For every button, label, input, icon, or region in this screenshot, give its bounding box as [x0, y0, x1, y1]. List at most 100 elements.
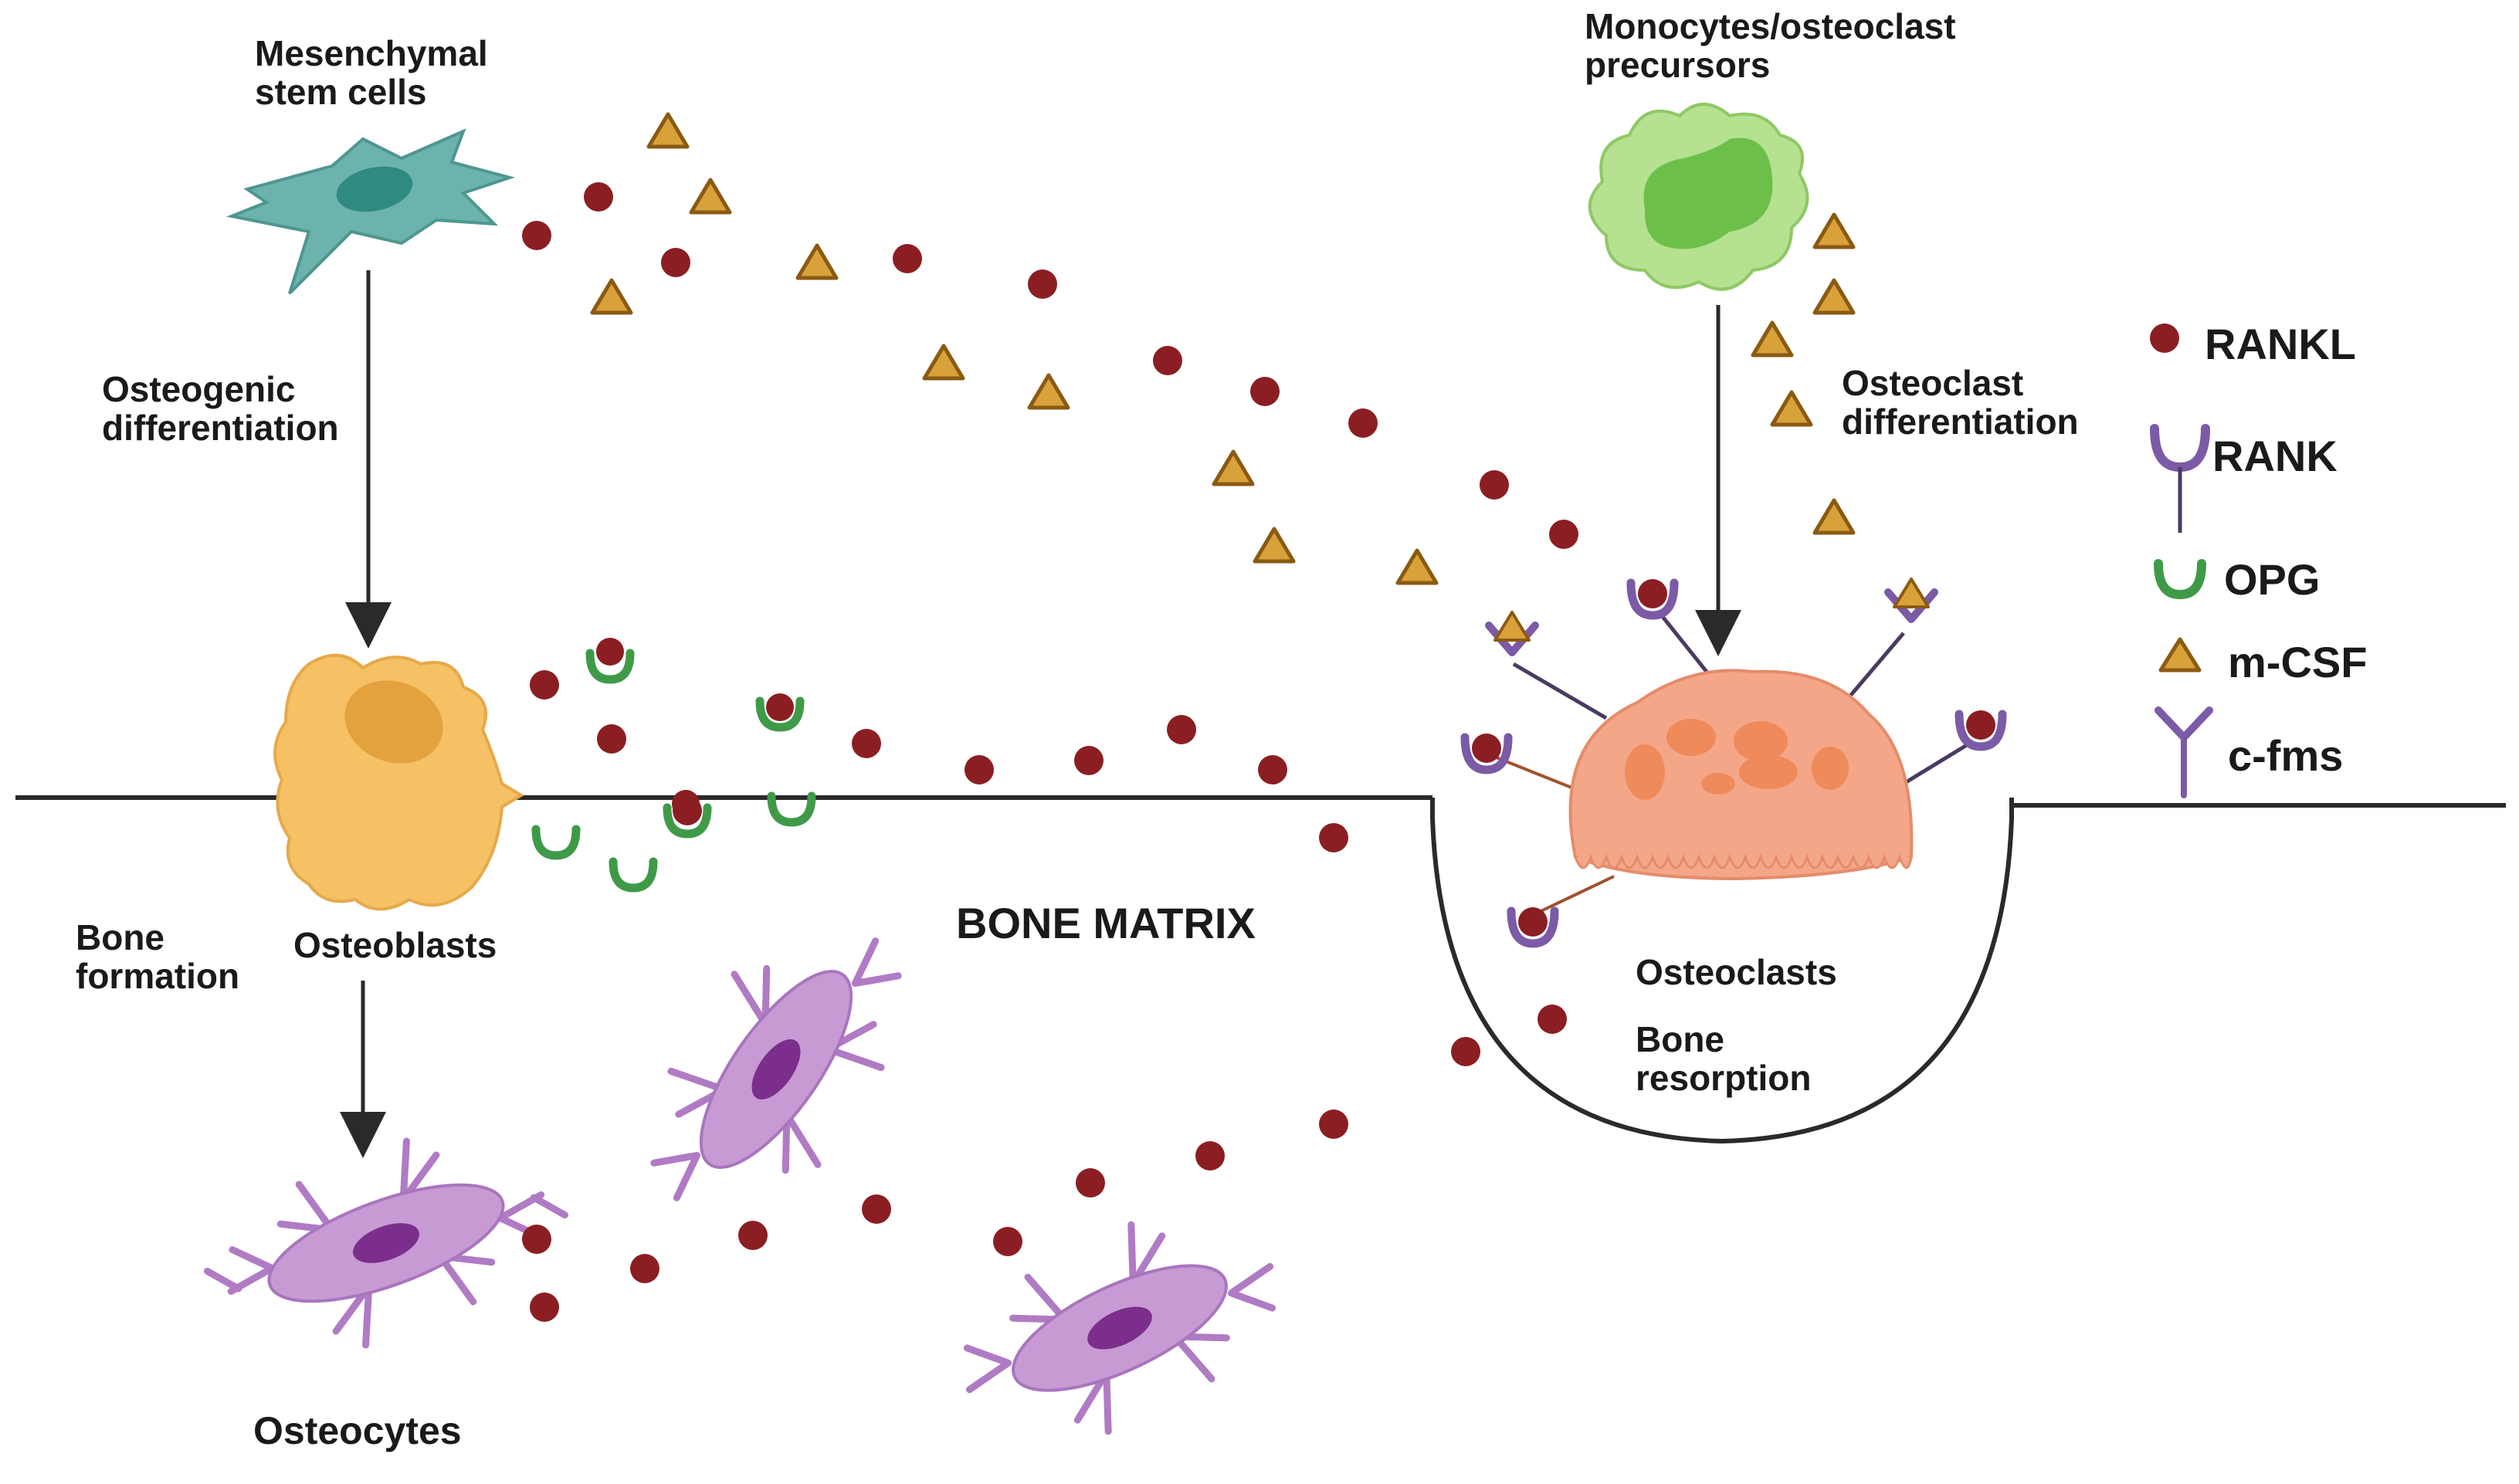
legend-label-rankl: RANKL — [2205, 320, 2356, 368]
mcsf-triangle — [590, 278, 633, 315]
opg-cup — [531, 825, 581, 860]
mcsf-triangle — [1027, 373, 1070, 410]
rankl-dot — [1348, 408, 1378, 438]
rankl-bound-dot — [1638, 579, 1667, 608]
legend-label-rank: RANK — [2212, 432, 2338, 480]
resorption-pit — [1430, 798, 2014, 1144]
rank-receptor — [1460, 733, 1513, 774]
opg-cup — [767, 791, 816, 827]
rankl-dot — [893, 244, 922, 273]
rankl-dot — [584, 182, 613, 212]
osteoclast-icon — [1493, 612, 1975, 916]
rankl-dot — [965, 755, 994, 784]
bone-resorption-label-line2: resorption — [1636, 1058, 1811, 1098]
rankl-dot — [597, 724, 626, 754]
msc-label-line2: stem cells — [255, 72, 426, 112]
rankl-dot — [1319, 1110, 1348, 1139]
mcsf-bound-triangle — [1493, 611, 1531, 642]
labels: Mesenchymal stem cells Monocytes/osteocl… — [76, 6, 2079, 1452]
cfms-receptor — [1485, 622, 1539, 656]
rankl-bound-dot — [766, 693, 794, 721]
mcsf-triangle — [646, 112, 690, 149]
opg-molecules — [531, 649, 816, 893]
osteogenic-label-line1: Osteogenic — [102, 369, 296, 409]
rankl-dot — [1076, 1168, 1105, 1198]
rank-receptor — [1626, 578, 1679, 620]
legend-mcsf-icon — [2158, 637, 2202, 673]
rank-receptor — [1507, 906, 1559, 948]
legend-label-opg: OPG — [2224, 555, 2320, 604]
rankl-dot — [630, 1254, 659, 1283]
mcsf-bound-triangle — [1893, 578, 1930, 608]
opg-cup — [585, 649, 635, 684]
mcsf-triangle — [795, 243, 839, 280]
msc-label-line1: Mesenchymal — [255, 33, 488, 73]
rankl-dot — [661, 248, 690, 277]
mcsf-triangle — [1212, 449, 1255, 486]
mcsf-triangle — [1751, 320, 1794, 357]
bone-surface — [15, 795, 2506, 1144]
rankl-dot — [1480, 470, 1509, 500]
rankl-dot — [1451, 1037, 1480, 1066]
legend-label-cfms: c-fms — [2228, 731, 2343, 780]
rankl-bound-dot — [672, 790, 700, 818]
rankl-dot — [1195, 1141, 1225, 1171]
mcsf-triangle — [689, 178, 732, 215]
rankl-bound-dot — [1518, 907, 1548, 937]
legend-rank-icon — [2150, 424, 2210, 533]
rankl-dot — [1538, 1005, 1567, 1034]
mono-label-line2: precursors — [1585, 45, 1770, 85]
mcsf-triangle — [1253, 527, 1296, 564]
mesenchymal-stem-cell-icon — [226, 128, 515, 295]
opg-cup — [609, 857, 658, 893]
legend-opg-icon — [2154, 559, 2206, 600]
osteocytes-label: Osteocytes — [253, 1409, 462, 1452]
rankl-molecules — [522, 182, 1578, 1322]
bone-formation-label-line2: formation — [76, 956, 239, 996]
osteocyte-icon-3 — [963, 1221, 1276, 1435]
rankl-bound-dot — [596, 638, 624, 666]
rankl-dot — [1319, 823, 1348, 852]
bone-resorption-label-line1: Bone — [1636, 1019, 1724, 1059]
osteocyte-icon-1 — [203, 1137, 569, 1349]
mcsf-triangle — [922, 344, 965, 381]
osteoclast-diff-label-line2: differentiation — [1842, 401, 2079, 442]
rankl-dot — [1028, 269, 1057, 299]
rankl-dot — [852, 729, 881, 758]
legend-cfms-icon — [2155, 706, 2213, 798]
opg-cup — [663, 803, 712, 839]
mcsf-triangle — [1812, 278, 1856, 315]
mcsf-triangle — [1812, 498, 1856, 535]
mcsf-molecules — [590, 112, 1856, 585]
mcsf-triangle — [1770, 390, 1813, 427]
rankl-bound-dot — [1966, 710, 1995, 740]
rankl-bound-dot — [1472, 734, 1501, 763]
bone-formation-label-line1: Bone — [76, 917, 164, 957]
rankl-dot — [1074, 746, 1104, 775]
legend-rankl-icon — [2150, 324, 2179, 353]
rankl-dot — [530, 1293, 559, 1322]
bound-complexes — [596, 578, 2007, 948]
mcsf-triangle — [1812, 212, 1856, 249]
osteoblast-icon — [273, 653, 524, 911]
rankl-dot — [1250, 377, 1280, 406]
legend-label-mcsf: m-CSF — [2228, 638, 2367, 686]
rankl-dot — [1258, 755, 1287, 784]
rankl-dot — [522, 221, 551, 250]
osteoclasts-label: Osteoclasts — [1636, 952, 1837, 992]
rankl-dot — [993, 1227, 1022, 1256]
rankl-dot — [1167, 715, 1196, 744]
monocyte-precursor-icon — [1588, 103, 1809, 291]
arrows — [340, 270, 1741, 1158]
osteoclast-diff-label-line1: Osteoclast — [1842, 363, 2023, 403]
rankl-dot — [1153, 346, 1182, 375]
legend: RANKL RANK OPG m-CSF c-fms — [2150, 320, 2367, 798]
rank-receptor — [1955, 710, 2007, 751]
osteocyte-icon-2 — [650, 937, 902, 1201]
rankl-dot — [738, 1221, 768, 1250]
mcsf-triangle — [1395, 548, 1439, 585]
rankl-dot — [862, 1194, 891, 1224]
cfms-receptor — [1884, 588, 1938, 623]
rankl-dot — [1549, 520, 1578, 549]
